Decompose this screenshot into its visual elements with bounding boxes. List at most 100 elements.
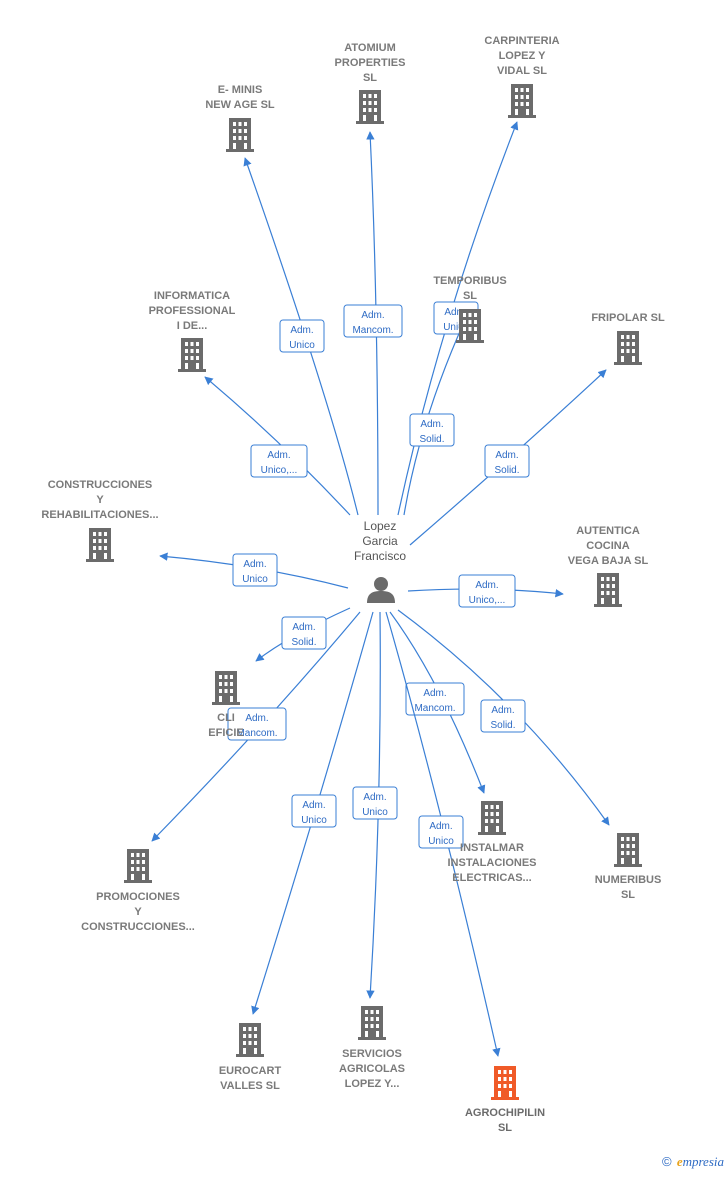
role-badge-text: Adm. — [267, 450, 290, 461]
company-name-line: COCINA — [586, 540, 629, 552]
company-name-line: VIDAL SL — [497, 65, 547, 77]
company-name-line: NEW AGE SL — [205, 99, 275, 111]
company-node-autentica[interactable]: AUTENTICA COCINA VEGA BAJA SL — [568, 525, 649, 607]
person-name-line-1: Lopez — [364, 519, 397, 533]
role-badge-text: Unico — [443, 322, 469, 333]
building-icon — [594, 573, 622, 607]
building-icon — [614, 331, 642, 365]
role-badge-text: Unico — [428, 836, 454, 847]
edge-instalmar: Adm.Mancom. — [389, 611, 486, 794]
role-badge[interactable] — [250, 444, 308, 478]
company-name-line: VALLES SL — [220, 1080, 280, 1092]
company-name-line: CONSTRUCCIONES... — [81, 921, 195, 933]
company-name-line: EFICIE — [208, 727, 243, 739]
edge-temporibus: Adm.Solid. — [403, 319, 466, 516]
role-badge-text: Unico,... — [469, 595, 506, 606]
company-name-line: Y — [134, 906, 142, 918]
company-name-line: FRIPOLAR SL — [591, 312, 665, 324]
role-badge[interactable] — [352, 786, 398, 820]
role-badge-text: Solid. — [291, 637, 316, 648]
role-badge-text: Adm. — [245, 713, 268, 724]
building-icon — [226, 118, 254, 152]
edge-e-minis: Adm. Unico — [243, 157, 359, 516]
role-badge-text: Mancom. — [352, 325, 393, 336]
role-badge-text: Adm. — [444, 307, 467, 318]
company-name-line: I DE... — [177, 320, 208, 332]
edge-line — [204, 376, 351, 516]
building-icon — [508, 84, 536, 118]
edge-line — [243, 157, 359, 516]
company-node-clinica[interactable]: CLI EFICIE — [208, 671, 244, 739]
role-badge-text: Adm. — [292, 622, 315, 633]
edge-eurocart: Adm.Unico — [251, 611, 374, 1015]
role-badge-text: Adm. — [429, 821, 452, 832]
company-name-line: NUMERIBUS — [595, 874, 662, 886]
building-icon — [124, 849, 152, 883]
company-name-line: LOPEZ Y... — [345, 1078, 400, 1090]
company-name-line: PROFESSIONAL — [149, 305, 236, 317]
role-badge[interactable] — [458, 574, 516, 608]
role-badge[interactable] — [227, 707, 287, 741]
company-name-line: CLI — [217, 712, 235, 724]
role-badge-text: Unico,... — [261, 465, 298, 476]
edge-construcciones-rehab: Adm.Unico — [159, 552, 349, 589]
role-badge[interactable] — [281, 616, 327, 650]
role-badge-text: Adm. — [475, 580, 498, 591]
role-badge-text: Unico — [242, 574, 268, 585]
role-badge[interactable] — [409, 413, 455, 447]
role-badge[interactable] — [279, 319, 325, 353]
person-node[interactable]: Lopez Garcia Francisco — [354, 519, 406, 603]
edge-autentica: Adm. Unico,... — [407, 574, 564, 608]
role-badge[interactable] — [291, 794, 337, 828]
company-name-line: INFORMATICA — [154, 290, 230, 302]
role-badge-text: Adm. — [420, 419, 443, 430]
brand-name: mpresia — [682, 1154, 724, 1169]
company-node-informatica[interactable]: INFORMATICA PROFESSIONAL I DE... — [149, 290, 236, 372]
company-name-line: Y — [96, 494, 104, 506]
role-badge[interactable] — [232, 553, 278, 587]
role-badge-text: Adm. — [423, 688, 446, 699]
company-node-instalmar[interactable]: INSTALMARINSTALACIONESELECTRICAS... — [447, 801, 537, 884]
building-icon — [178, 338, 206, 372]
role-badge[interactable] — [343, 304, 403, 338]
role-badge[interactable] — [480, 699, 526, 733]
company-node-promociones[interactable]: PROMOCIONESYCONSTRUCCIONES... — [81, 849, 195, 933]
role-badge-text: Unico — [289, 340, 315, 351]
role-badge-text: Adm. — [302, 800, 325, 811]
company-name-line: AUTENTICA — [576, 525, 640, 537]
role-badge[interactable] — [418, 815, 464, 849]
company-name-line: PROPERTIES — [335, 57, 406, 69]
company-name-line: INSTALMAR — [460, 842, 524, 854]
company-name-line: E- MINIS — [218, 84, 263, 96]
company-name-line: CARPINTERIA — [484, 35, 559, 47]
company-node-fripolar[interactable]: FRIPOLAR SL — [591, 312, 665, 365]
company-name-line: VEGA BAJA SL — [568, 555, 649, 567]
company-name-line: SL — [498, 1122, 512, 1134]
company-name-line: AGRICOLAS — [339, 1063, 405, 1075]
building-icon — [456, 309, 484, 343]
role-badge[interactable] — [405, 682, 465, 716]
edge-promociones: Adm. Mancom. — [151, 611, 361, 842]
role-badge[interactable] — [484, 444, 530, 478]
role-badge-text: Mancom. — [236, 728, 277, 739]
building-icon — [236, 1023, 264, 1057]
company-node-construcciones-rehab[interactable]: CONSTRUCCIONESYREHABILITACIONES... — [41, 479, 159, 562]
company-node-e-minis[interactable]: E- MINIS NEW AGE SL — [205, 84, 275, 152]
building-icon — [478, 801, 506, 835]
edge-fripolar: Adm. Solid. — [409, 369, 607, 546]
company-name-line: SL — [463, 290, 477, 302]
building-icon — [356, 90, 384, 124]
role-badge-text: Solid. — [490, 720, 515, 731]
person-icon — [367, 577, 395, 603]
role-badge-text: Solid. — [494, 465, 519, 476]
edge-clinica: Adm. Solid. — [255, 607, 351, 662]
role-badge-text: Adm. — [495, 450, 518, 461]
role-badge-text: Adm. — [290, 325, 313, 336]
